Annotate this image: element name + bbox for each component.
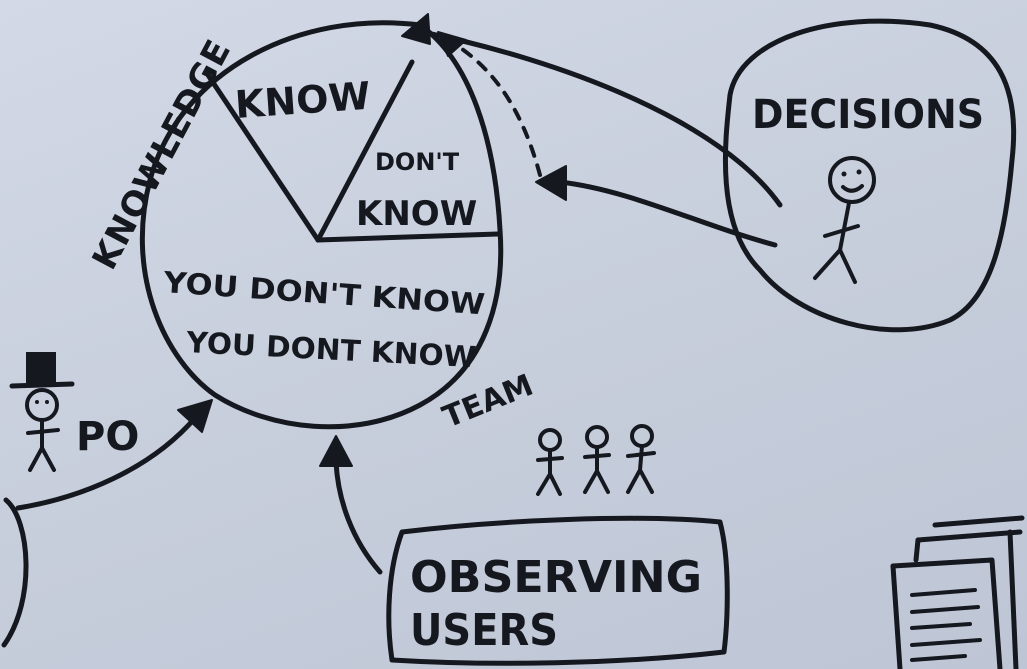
knowledge-circle (139, 20, 504, 430)
decisions-label: DECISIONS (752, 92, 984, 138)
product-owner-figure (9, 352, 75, 472)
observing-users-label-line2: USERS (410, 605, 558, 656)
segment-divider-right (315, 59, 415, 243)
know-segment-label: KNOW (234, 74, 372, 127)
po-to-knowledge-arrow (15, 399, 213, 511)
documents-stack-icon (890, 515, 1025, 669)
dont-know-segment-label-line1: DON'T (375, 148, 460, 176)
offscreen-bubble-edge (1, 497, 29, 648)
knowledge-label: KNOWLEDGE (85, 33, 240, 276)
segment-divider-horizontal (315, 231, 501, 243)
dont-know-segment-label-line2: KNOW (356, 194, 477, 234)
observing-users-label-line1: OBSERVING (410, 552, 702, 603)
segment-divider-left (205, 72, 321, 243)
team-member-figure (626, 424, 656, 494)
observing-users-arrow (319, 435, 383, 575)
team-member-figure (536, 428, 564, 496)
unknown-unknown-label-line2: YOU DONT KNOW (185, 325, 477, 374)
observing-users-box: OBSERVING USERS (386, 515, 730, 666)
decisions-to-knowledge-arrows (401, 13, 783, 248)
decisions-bubble: DECISIONS (722, 18, 1017, 333)
team-member-figure (583, 425, 611, 494)
unknown-unknown-label-line1: YOU DON'T KNOW (161, 265, 486, 321)
team-figures (536, 424, 656, 496)
po-label: PO (76, 414, 139, 460)
decision-maker-figure (813, 156, 876, 284)
